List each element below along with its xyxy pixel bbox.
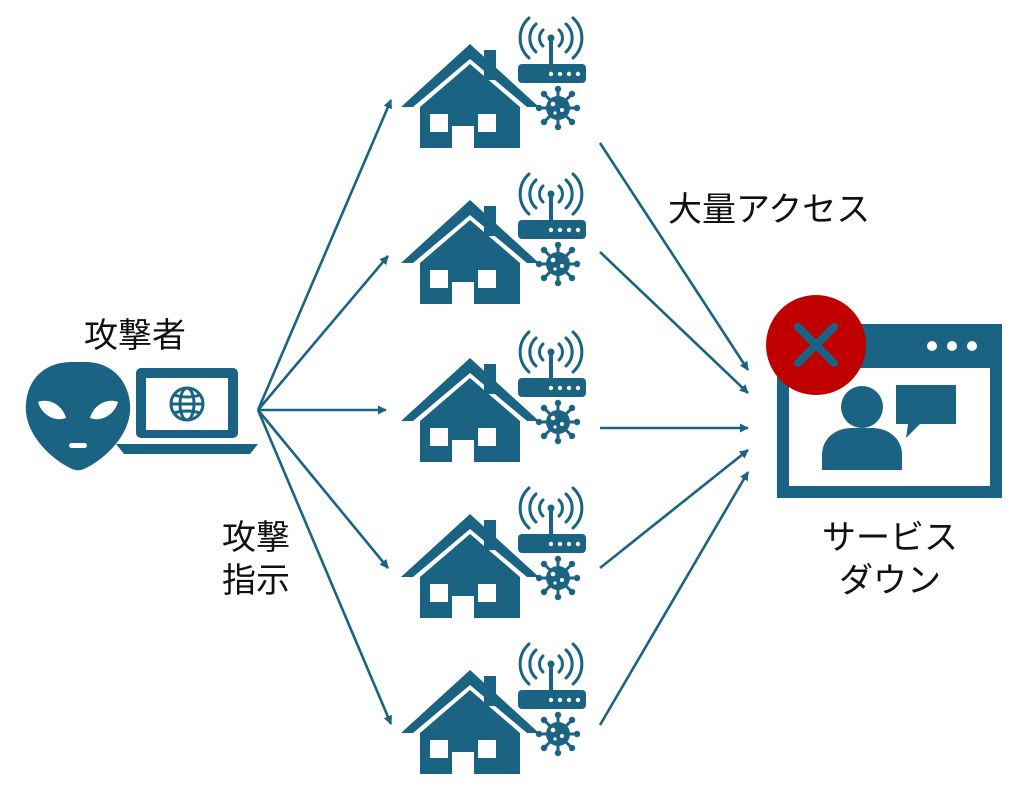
command-arrow-4	[256, 409, 390, 569]
error-x-icon	[766, 295, 866, 395]
wifi-router-icon	[516, 486, 588, 555]
attacker-label: 攻撃者	[84, 316, 186, 356]
command-arrows	[256, 99, 393, 725]
wifi-router-icon	[516, 16, 588, 85]
house-icon	[401, 358, 539, 462]
bot-3	[401, 330, 588, 462]
traffic-label: 大量アクセス	[668, 190, 871, 230]
house-icon	[401, 44, 539, 148]
bot-2	[401, 172, 588, 304]
traffic-arrow-2	[599, 251, 749, 394]
bot-1	[401, 16, 588, 148]
command-arrow-1	[256, 99, 393, 411]
virus-icon	[534, 554, 582, 602]
wifi-router-icon	[516, 172, 588, 241]
wifi-router-icon	[516, 642, 588, 711]
wifi-router-icon	[516, 330, 588, 399]
command-arrow-5	[256, 409, 393, 725]
virus-icon	[534, 84, 582, 132]
bot-5	[401, 642, 588, 774]
bot-4	[401, 486, 588, 618]
house-icon	[401, 670, 539, 774]
traffic-arrow-1	[598, 142, 750, 371]
laptop-globe-icon	[116, 368, 258, 454]
traffic-arrows	[598, 142, 750, 726]
virus-icon	[534, 240, 582, 288]
command-label-line2: 指示	[222, 561, 290, 601]
virus-icon	[534, 710, 582, 758]
command-arrow-2	[257, 255, 389, 411]
target-label-line2: ダウン	[839, 561, 941, 601]
house-icon	[401, 200, 539, 304]
house-icon	[401, 514, 539, 618]
alien-head-icon	[25, 362, 131, 471]
user-icon	[822, 386, 902, 470]
command-label-line1: 攻撃	[222, 518, 290, 558]
chat-bubble-icon	[896, 385, 956, 438]
traffic-arrow-4	[599, 448, 749, 570]
target-label-line1: サービス	[822, 518, 958, 558]
virus-icon	[534, 398, 582, 446]
traffic-arrow-5	[598, 471, 750, 726]
